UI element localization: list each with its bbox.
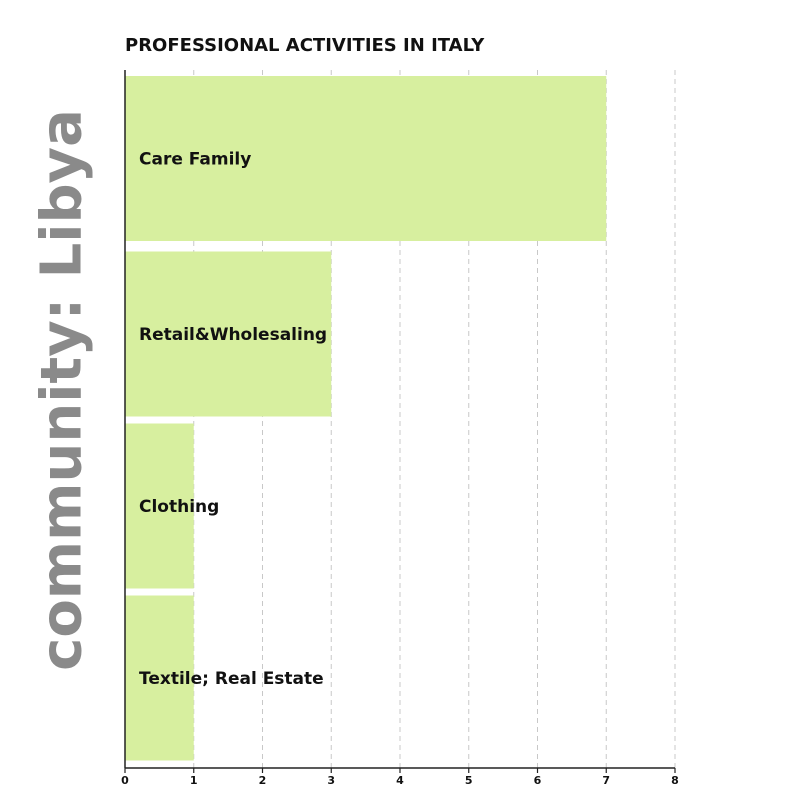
x-tick-label-8: 8: [671, 774, 679, 787]
bar-label-1: Retail&Wholesaling: [139, 325, 327, 345]
bar-0: [125, 76, 607, 241]
x-tick-label-6: 6: [534, 774, 542, 787]
axes: 0 1 2 3 4 5 6 7 8: [121, 70, 679, 787]
x-tick-label-4: 4: [396, 774, 404, 787]
x-tick-label-2: 2: [259, 774, 267, 787]
x-tick-label-3: 3: [327, 774, 335, 787]
bar-label-3: Textile; Real Estate: [139, 669, 324, 689]
x-tick-label-5: 5: [465, 774, 473, 787]
bars: [125, 76, 607, 761]
x-tick-label-1: 1: [190, 774, 198, 787]
bar-label-2: Clothing: [139, 497, 219, 517]
bar-3: [125, 595, 194, 761]
x-tick-label-0: 0: [121, 774, 129, 787]
bar-label-0: Care Family: [139, 150, 251, 170]
bar-2: [125, 423, 194, 589]
bar-1: [125, 251, 332, 417]
chart-title: PROFESSIONAL ACTIVITIES IN ITALY: [125, 35, 485, 56]
x-tick-label-7: 7: [602, 774, 610, 787]
bar-labels: Care FamilyRetail&WholesalingClothingTex…: [139, 150, 327, 690]
